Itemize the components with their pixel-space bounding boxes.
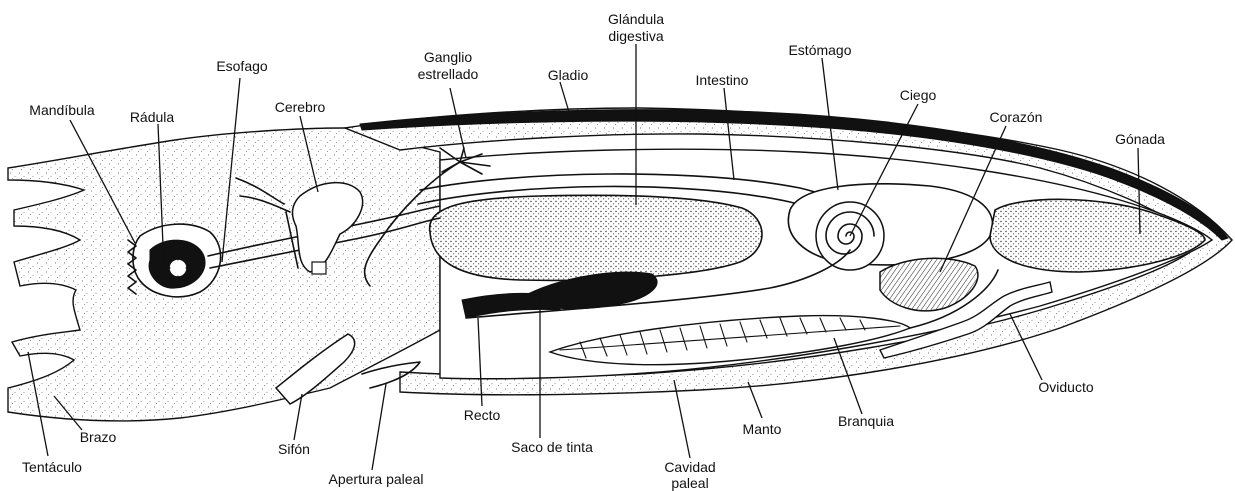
label-glandula-1: Glándula: [608, 11, 664, 27]
label-ganglio-2: estrellado: [418, 66, 479, 82]
label-cerebro: Cerebro: [275, 99, 326, 115]
label-ganglio-1: Ganglio: [424, 49, 472, 65]
label-branquia: Branquia: [838, 413, 894, 429]
label-ciego: Ciego: [900, 87, 937, 103]
label-brazo: Brazo: [80, 429, 117, 445]
label-estomago: Estómago: [788, 42, 851, 58]
label-manto: Manto: [743, 421, 782, 437]
label-cavidad-1: Cavidad: [664, 459, 715, 475]
label-glandula-2: digestiva: [608, 28, 663, 44]
label-recto: Recto: [464, 407, 501, 423]
label-mandibula: Mandíbula: [29, 102, 95, 118]
label-sifon: Sifón: [278, 441, 310, 457]
label-tentaculo: Tentáculo: [22, 459, 82, 475]
label-gonada: Gónada: [1115, 131, 1165, 147]
label-gladio: Gladio: [548, 67, 589, 83]
label-oviducto: Oviducto: [1038, 379, 1093, 395]
label-radula: Rádula: [130, 109, 175, 125]
label-corazon: Corazón: [990, 109, 1043, 125]
digestive-gland: [430, 195, 762, 280]
label-intestino: Intestino: [696, 72, 749, 88]
label-saco-de-tinta: Saco de tinta: [511, 439, 593, 455]
buccal-mass: [133, 224, 221, 297]
head-and-arms: [8, 128, 440, 421]
label-esofago: Esofago: [216, 58, 268, 74]
label-apertura-paleal: Apertura paleal: [329, 471, 424, 487]
label-cavidad-2: paleal: [671, 475, 708, 491]
